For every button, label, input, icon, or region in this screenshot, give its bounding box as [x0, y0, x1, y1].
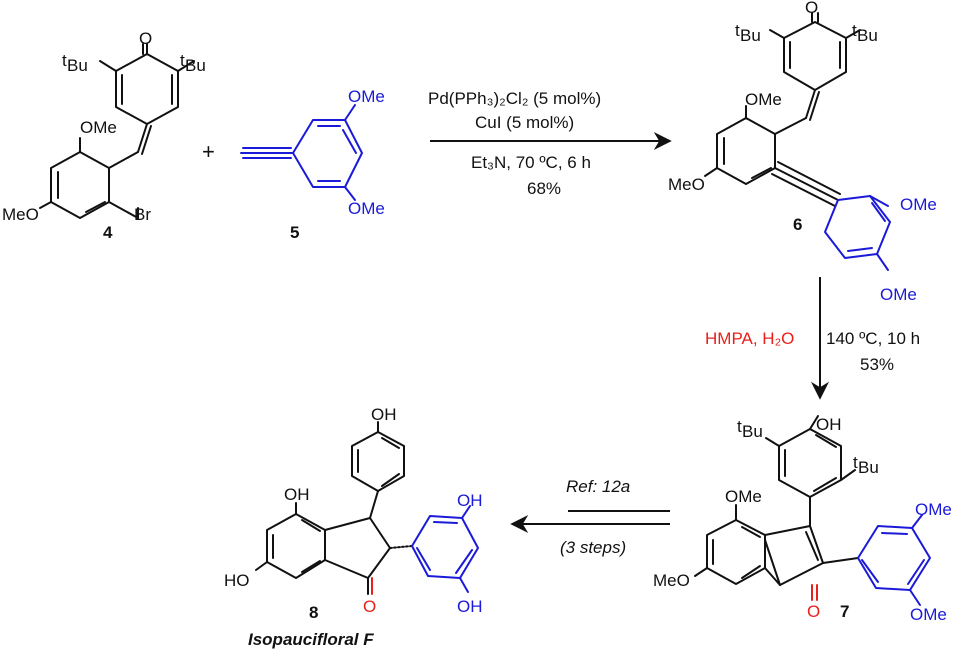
carbonyl-o-7: O: [807, 602, 820, 621]
tbu-label: Bu: [185, 56, 206, 75]
oh-label: OH: [457, 597, 483, 616]
ome-label: OMe: [745, 90, 782, 109]
t-label: t: [737, 417, 742, 436]
oh-label: OH: [371, 405, 397, 424]
compound-number-7: 7: [840, 602, 849, 621]
compound-4: O t Bu t Bu OMe MeO Br 4: [2, 29, 206, 242]
carbonyl-o-4: O: [139, 29, 152, 48]
tbu-label: Bu: [742, 422, 763, 441]
compound-number-6: 6: [793, 215, 802, 234]
ome-label: OMe: [725, 487, 762, 506]
compound-5: OMe OMe 5: [240, 87, 385, 242]
ome-label: OMe: [900, 195, 937, 214]
temperature-text: 140 ºC, 10 h: [826, 329, 920, 348]
yield-text: 68%: [527, 179, 561, 198]
ome-label: OMe: [348, 199, 385, 218]
step-2-conditions: HMPA, H₂O 140 ºC, 10 h 53%: [705, 277, 920, 400]
meo-label: MeO: [653, 571, 690, 590]
ome-label: OMe: [880, 285, 917, 304]
oh-label: OH: [457, 491, 483, 510]
t-label: t: [853, 453, 858, 472]
yield-text: 53%: [860, 355, 894, 374]
tbu-label: Bu: [67, 56, 88, 75]
reference-text: Ref: 12a: [566, 477, 630, 496]
ho-label: HO: [224, 571, 250, 590]
step-count-text: (3 steps): [560, 538, 626, 557]
tbu-label: Bu: [857, 26, 878, 45]
t-label: t: [62, 51, 67, 70]
meo-label: MeO: [668, 175, 705, 194]
meo-label: MeO: [2, 205, 39, 224]
carbonyl-o-8: O: [363, 597, 376, 616]
compound-8: OH OH HO O OH OH 8 Isopaucifloral F: [224, 405, 483, 649]
catalyst-text: Pd(PPh₃)₂Cl₂ (5 mol%): [428, 89, 601, 108]
ome-label: OMe: [915, 500, 952, 519]
ome-label: OMe: [910, 605, 947, 624]
plus-sign: +: [202, 139, 215, 164]
t-label: t: [852, 21, 857, 40]
base-conditions-text: Et₃N, 70 ºC, 6 h: [471, 153, 591, 172]
compound-name-8: Isopaucifloral F: [248, 630, 374, 649]
step-1-conditions: Pd(PPh₃)₂Cl₂ (5 mol%) CuI (5 mol%) Et₃N,…: [428, 89, 672, 198]
t-label: t: [180, 51, 185, 70]
reagent-text: HMPA, H₂O: [705, 329, 794, 348]
compound-number-5: 5: [290, 223, 299, 242]
compound-7: OH t Bu t Bu OMe MeO O OMe OMe 7: [653, 415, 952, 624]
cocatalyst-text: CuI (5 mol%): [475, 113, 574, 132]
oh-label: OH: [816, 415, 842, 434]
compound-number-8: 8: [309, 603, 318, 622]
compound-6: O t Bu t Bu OMe MeO OMe OMe 6: [668, 0, 937, 304]
carbonyl-o-6: O: [805, 0, 818, 17]
ome-label: OMe: [348, 87, 385, 106]
br-label: Br: [134, 205, 151, 224]
oh-label: OH: [284, 485, 310, 504]
compound-number-4: 4: [103, 223, 113, 242]
t-label: t: [735, 21, 740, 40]
tbu-label: Bu: [858, 458, 879, 477]
tbu-label: Bu: [740, 26, 761, 45]
step-3-conditions: Ref: 12a (3 steps): [510, 477, 670, 557]
ome-label: OMe: [80, 118, 117, 137]
